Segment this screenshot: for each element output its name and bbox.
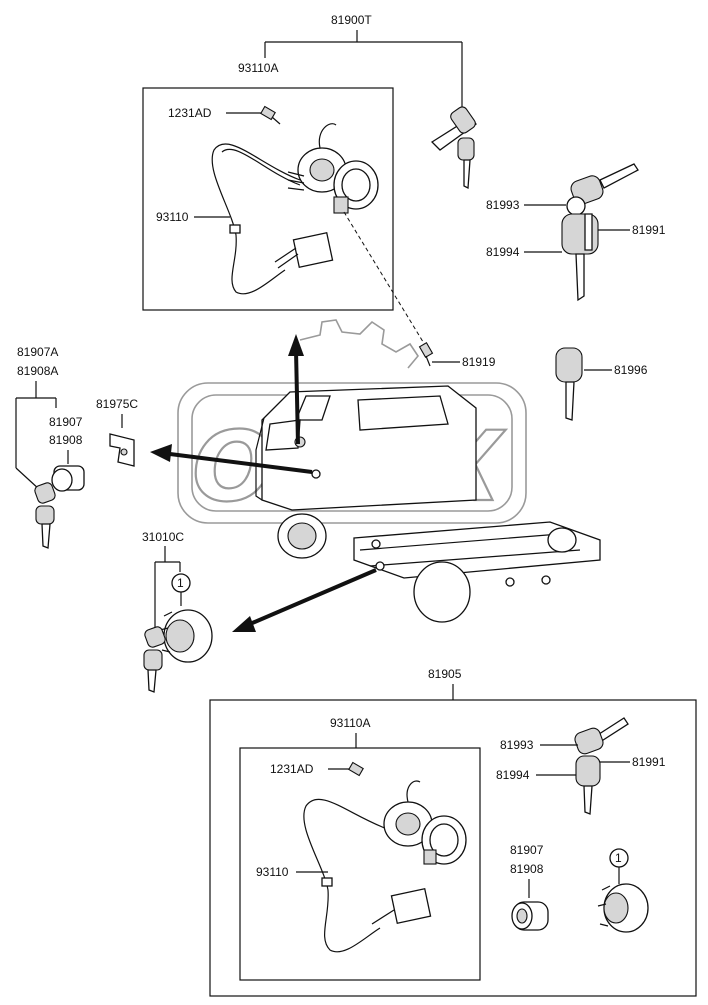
bracket-31010C [154, 546, 181, 628]
fuel-cap-lock-bottom-icon [597, 883, 649, 933]
dashed-leader-81919 [343, 211, 429, 351]
label-31010C: 31010C [142, 530, 184, 544]
reference-circle-1-b: 1 [609, 848, 629, 868]
label-93110A-top: 93110A [238, 61, 278, 75]
key-pair-81900T-icon [430, 106, 477, 190]
label-1231AD-top: 1231AD [168, 106, 212, 120]
bracket-81907A [15, 381, 57, 491]
key-set-81991-bot-icon [574, 717, 629, 815]
svg-text:1: 1 [615, 851, 622, 865]
arrow-to-top-box [288, 334, 304, 445]
lock-cylinder-bottom-icon [511, 901, 549, 931]
label-81908-left: 81908 [49, 433, 83, 447]
label-81907-bot: 81907 [510, 843, 544, 857]
label-81993-top: 81993 [486, 198, 520, 212]
clip-81975C-icon [109, 433, 135, 467]
label-81993-bot: 81993 [500, 738, 534, 752]
label-81991-bot: 81991 [632, 755, 666, 769]
door-lock-cylinder-left-icon [34, 465, 85, 549]
ignition-assembly-box-bottom [239, 747, 481, 981]
arrow-to-81975C [150, 444, 313, 474]
label-81919: 81919 [462, 355, 496, 369]
bolt-81919-icon [418, 342, 434, 367]
label-81905: 81905 [428, 667, 462, 681]
label-81908-bot: 81908 [510, 862, 544, 876]
label-81994-bot: 81994 [496, 768, 530, 782]
bracket-81900T [264, 30, 463, 108]
label-81996: 81996 [614, 363, 648, 377]
svg-text:1: 1 [177, 576, 184, 590]
label-81994-top: 81994 [486, 245, 520, 259]
label-93110-bot: 93110 [256, 865, 289, 879]
ignition-assembly-box-81905 [209, 699, 697, 997]
ignition-switch-harness-top-icon [211, 123, 379, 295]
label-81900T: 81900T [331, 13, 372, 27]
ignition-switch-harness-bottom-icon [303, 780, 467, 953]
label-93110A-bot: 93110A [330, 716, 370, 730]
fuel-cap-lock-31010C-icon [143, 609, 213, 693]
label-81907-left: 81907 [49, 415, 83, 429]
arrow-to-31010C [232, 568, 377, 632]
label-81907A: 81907A [17, 345, 58, 359]
screw-1231AD-top-icon [260, 105, 281, 125]
label-81991-top: 81991 [632, 223, 666, 237]
label-81908A: 81908A [17, 364, 58, 378]
key-set-81991-top-icon [561, 163, 639, 302]
label-93110-top: 93110 [156, 210, 189, 224]
vehicle-cab-chassis-icon [255, 385, 601, 623]
screw-1231AD-bot-icon [348, 761, 364, 777]
label-81975C: 81975C [96, 397, 138, 411]
ignition-assembly-box-top [142, 87, 394, 311]
label-1231AD-bot: 1231AD [270, 762, 314, 776]
key-81996-icon [555, 347, 583, 421]
reference-circle-1-a: 1 [171, 573, 191, 593]
